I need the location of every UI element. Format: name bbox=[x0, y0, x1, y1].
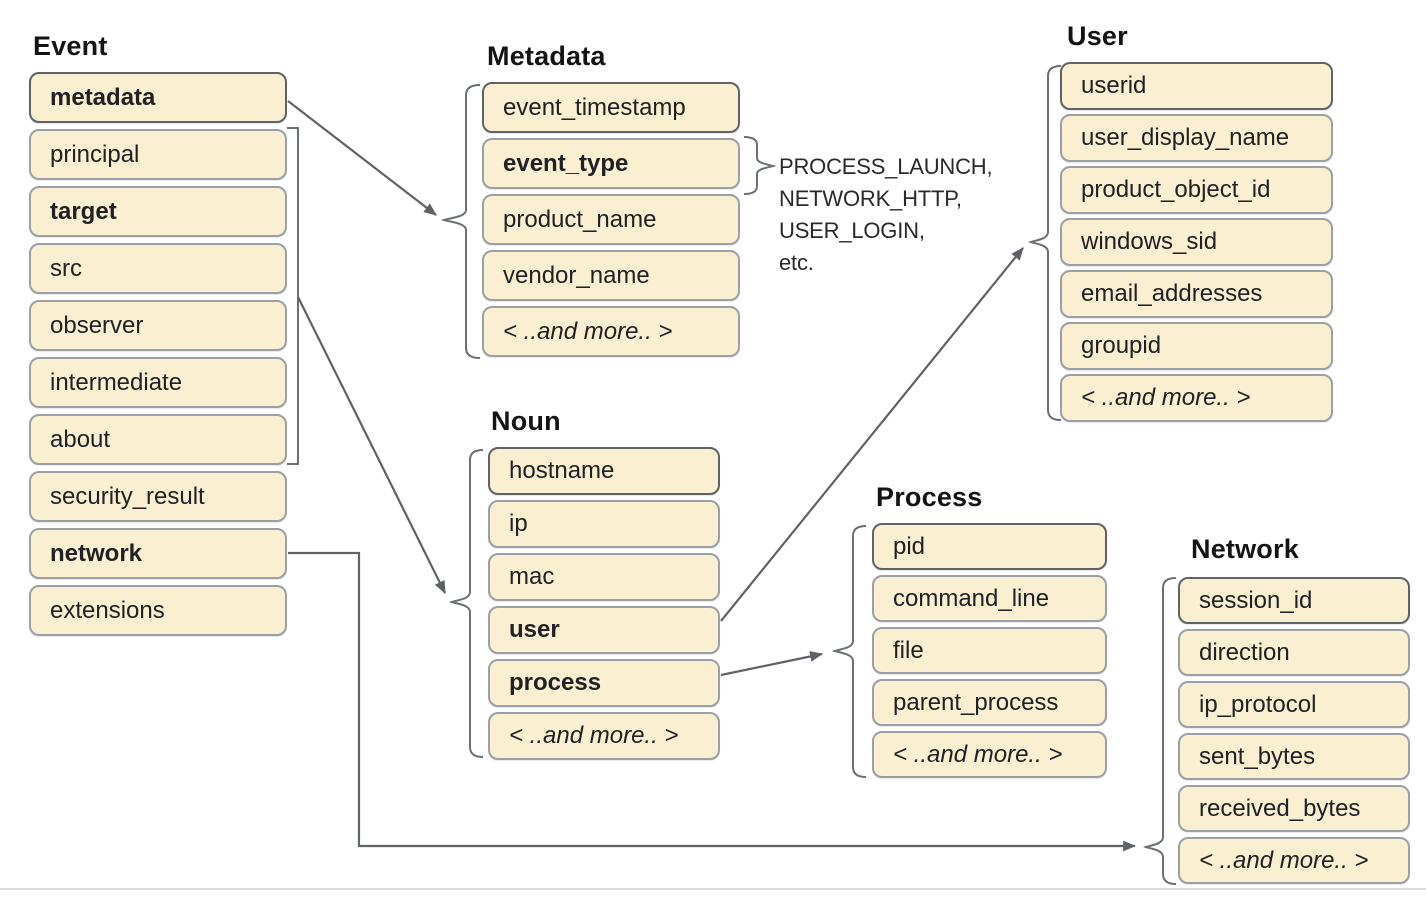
field-box-command-line: command_line bbox=[872, 575, 1107, 622]
field-box-metadata-more: < ..and more.. > bbox=[482, 306, 740, 357]
brace-process-group bbox=[831, 525, 867, 778]
field-box-user: user bbox=[488, 606, 720, 654]
enum-line: etc. bbox=[779, 250, 814, 275]
group-event: metadata principal target src observer i… bbox=[29, 72, 287, 642]
field-box-session-id: session_id bbox=[1178, 577, 1410, 624]
field-box-about: about bbox=[29, 414, 287, 465]
field-box-network: network bbox=[29, 528, 287, 579]
enum-line: PROCESS_LAUNCH, bbox=[779, 154, 993, 179]
field-box-mac: mac bbox=[488, 553, 720, 601]
field-box-target: target bbox=[29, 186, 287, 237]
field-box-noun-more: < ..and more.. > bbox=[488, 712, 720, 760]
field-box-product-name: product_name bbox=[482, 194, 740, 245]
field-box-observer: observer bbox=[29, 300, 287, 351]
group-process: pid command_line file parent_process < .… bbox=[872, 523, 1107, 783]
field-box-event-timestamp: event_timestamp bbox=[482, 82, 740, 133]
enum-line: NETWORK_HTTP, bbox=[779, 186, 962, 211]
group-title-noun: Noun bbox=[491, 406, 561, 436]
field-box-received-bytes: received_bytes bbox=[1178, 785, 1410, 832]
brace-network-group bbox=[1142, 577, 1177, 885]
field-box-direction: direction bbox=[1178, 629, 1410, 676]
field-box-metadata: metadata bbox=[29, 72, 287, 123]
event-type-example-values: PROCESS_LAUNCH, NETWORK_HTTP, USER_LOGIN… bbox=[779, 151, 993, 279]
group-network: session_id direction ip_protocol sent_by… bbox=[1178, 577, 1410, 889]
bracket-noun-valued-fields bbox=[287, 127, 299, 465]
field-box-file: file bbox=[872, 627, 1107, 674]
field-box-network-more: < ..and more.. > bbox=[1178, 837, 1410, 884]
field-box-product-object-id: product_object_id bbox=[1060, 166, 1333, 214]
arrow-event-fields-to-noun-group bbox=[297, 296, 446, 594]
field-box-ip: ip bbox=[488, 500, 720, 548]
field-box-windows-sid: windows_sid bbox=[1060, 218, 1333, 266]
enum-line: USER_LOGIN, bbox=[779, 218, 925, 243]
group-title-event: Event bbox=[33, 31, 108, 61]
group-title-network: Network bbox=[1191, 534, 1299, 564]
field-box-intermediate: intermediate bbox=[29, 357, 287, 408]
brace-event-type-values bbox=[743, 136, 777, 195]
field-box-sent-bytes: sent_bytes bbox=[1178, 733, 1410, 780]
field-box-process-more: < ..and more.. > bbox=[872, 731, 1107, 778]
group-title-metadata: Metadata bbox=[487, 41, 606, 71]
field-box-process: process bbox=[488, 659, 720, 707]
field-box-hostname: hostname bbox=[488, 447, 720, 495]
group-title-process: Process bbox=[876, 482, 983, 512]
arrow-noun-process-to-process-group bbox=[720, 651, 824, 677]
group-noun: hostname ip mac user process < ..and mor… bbox=[488, 447, 720, 765]
group-user: userid user_display_name product_object_… bbox=[1060, 62, 1333, 426]
field-box-security-result: security_result bbox=[29, 471, 287, 522]
field-box-user-more: < ..and more.. > bbox=[1060, 374, 1333, 422]
field-box-extensions: extensions bbox=[29, 585, 287, 636]
brace-metadata-group bbox=[440, 84, 481, 359]
brace-user-group bbox=[1027, 65, 1062, 421]
field-box-parent-process: parent_process bbox=[872, 679, 1107, 726]
field-box-vendor-name: vendor_name bbox=[482, 250, 740, 301]
field-box-pid: pid bbox=[872, 523, 1107, 570]
field-box-groupid: groupid bbox=[1060, 322, 1333, 370]
field-box-email-addresses: email_addresses bbox=[1060, 270, 1333, 318]
field-box-src: src bbox=[29, 243, 287, 294]
group-title-user: User bbox=[1067, 21, 1128, 51]
field-box-ip-protocol: ip_protocol bbox=[1178, 681, 1410, 728]
group-metadata: event_timestamp event_type product_name … bbox=[482, 82, 740, 362]
page-bottom-divider bbox=[0, 888, 1426, 890]
arrow-metadata-to-metadata-group bbox=[287, 100, 437, 216]
field-box-userid: userid bbox=[1060, 62, 1333, 110]
field-box-principal: principal bbox=[29, 129, 287, 180]
brace-noun-group bbox=[448, 449, 484, 758]
field-box-event-type: event_type bbox=[482, 138, 740, 189]
field-box-user-display-name: user_display_name bbox=[1060, 114, 1333, 162]
